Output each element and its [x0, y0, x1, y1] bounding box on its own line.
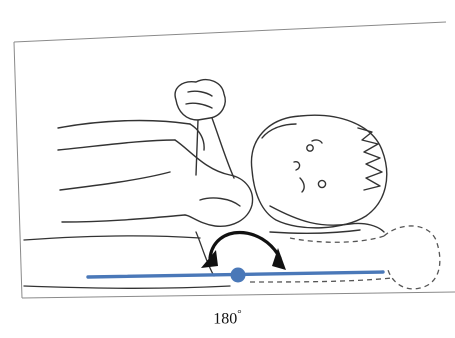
rotation-arc-arrow: [210, 233, 280, 259]
examiner-hand-sketch: [58, 121, 253, 227]
angle-value: 180: [213, 310, 237, 327]
lower-arm-sketch: [24, 232, 230, 288]
pivot-dot: [231, 268, 246, 283]
infant-sketch: [251, 115, 386, 233]
angle-caption: 180°: [0, 308, 455, 328]
paper-outline: [14, 22, 455, 298]
angle-unit: °: [237, 308, 241, 320]
